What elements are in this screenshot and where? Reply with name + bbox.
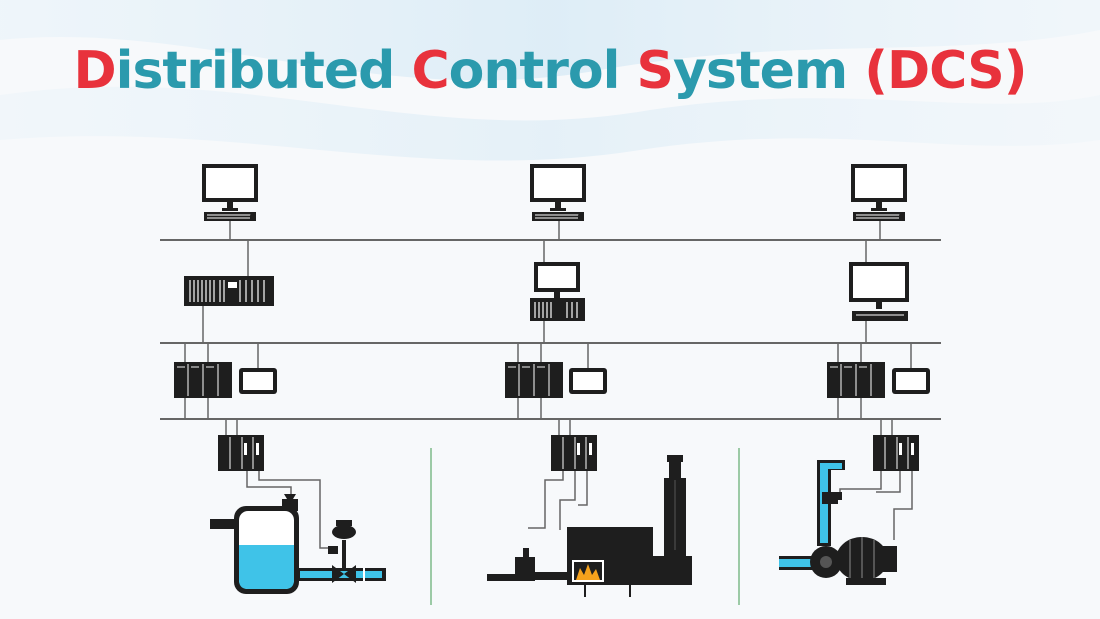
title-segment: C [411, 41, 449, 101]
workstation-with-rack [530, 262, 585, 321]
engineering-workstation [849, 262, 909, 321]
controller-3 [826, 361, 886, 399]
title-segment: (DCS) [864, 41, 1027, 101]
title-segment: ystem [672, 41, 865, 101]
server-rack [183, 275, 275, 307]
operator-workstation-2 [529, 163, 587, 222]
tank-with-control-valve [210, 494, 386, 594]
controller-1 [173, 361, 233, 399]
connectors [184, 221, 913, 549]
title-segment: ontrol [448, 41, 637, 101]
io-module-1 [217, 434, 265, 472]
title-segment: D [73, 41, 116, 101]
title-segment: S [636, 41, 674, 101]
column-dividers [430, 448, 740, 605]
io-module-2 [550, 434, 598, 472]
controller-2 [504, 361, 564, 399]
furnace-with-stack [487, 455, 692, 597]
network-buses [160, 239, 941, 420]
io-module-3 [872, 434, 920, 472]
hmi-panel-1 [239, 368, 277, 394]
hmi-panel-2 [569, 368, 607, 394]
title-segment: istributed [115, 41, 412, 101]
hmi-panel-3 [892, 368, 930, 394]
operator-workstation-1 [201, 163, 259, 222]
pump-with-piping [779, 460, 897, 585]
operator-workstation-3 [850, 163, 908, 222]
diagram-title: Distributed Control System (DCS) [0, 36, 1100, 106]
